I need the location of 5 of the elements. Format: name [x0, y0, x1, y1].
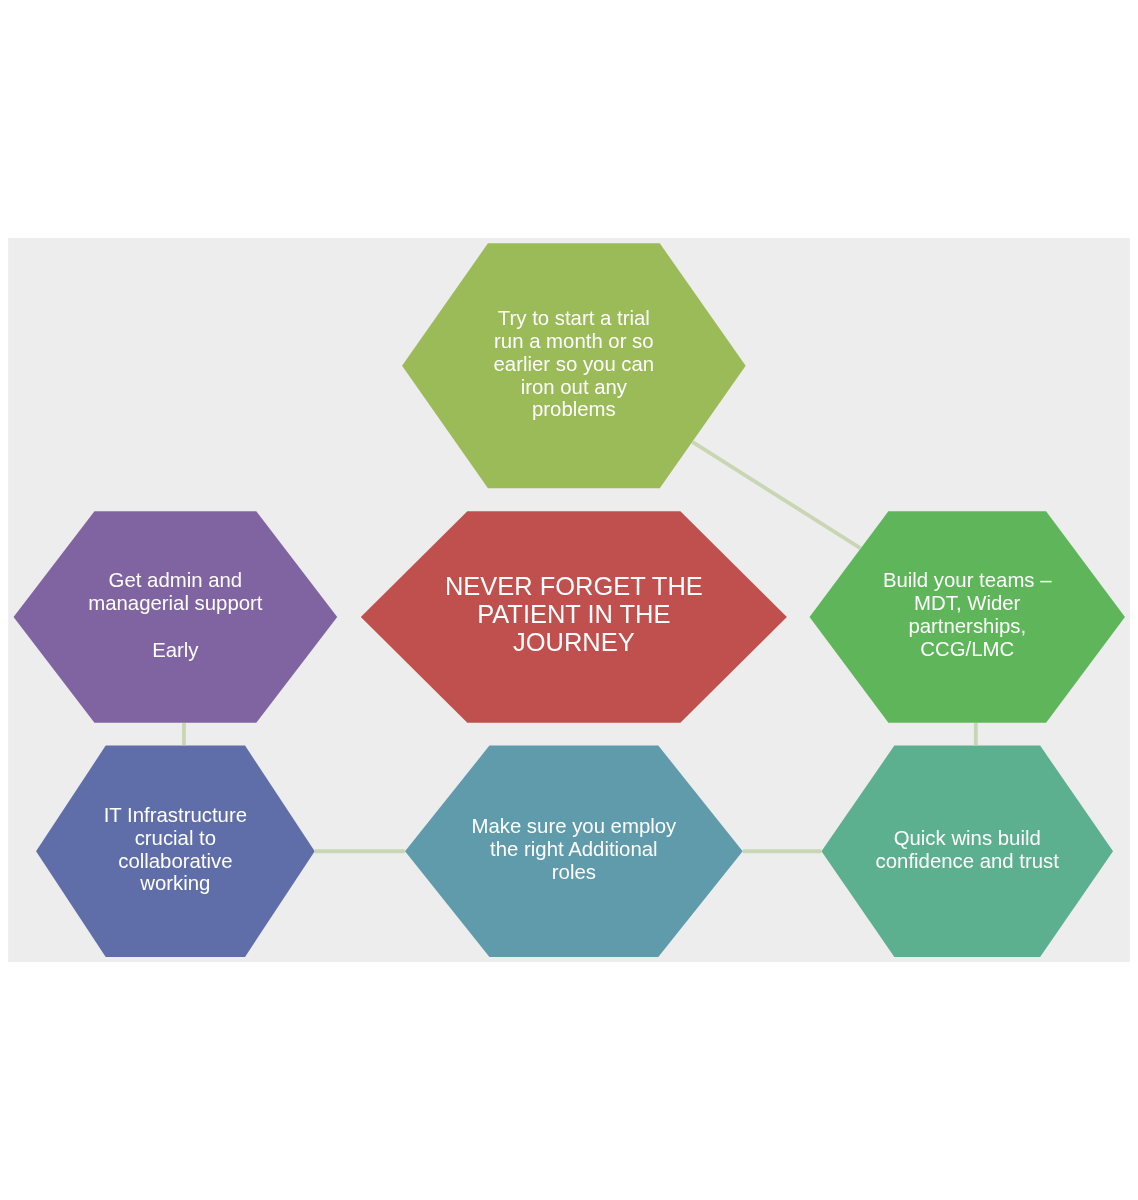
connector: [742, 849, 822, 854]
connector: [973, 722, 978, 746]
connector: [314, 849, 405, 854]
connector: [182, 722, 186, 746]
connector: [691, 440, 862, 550]
